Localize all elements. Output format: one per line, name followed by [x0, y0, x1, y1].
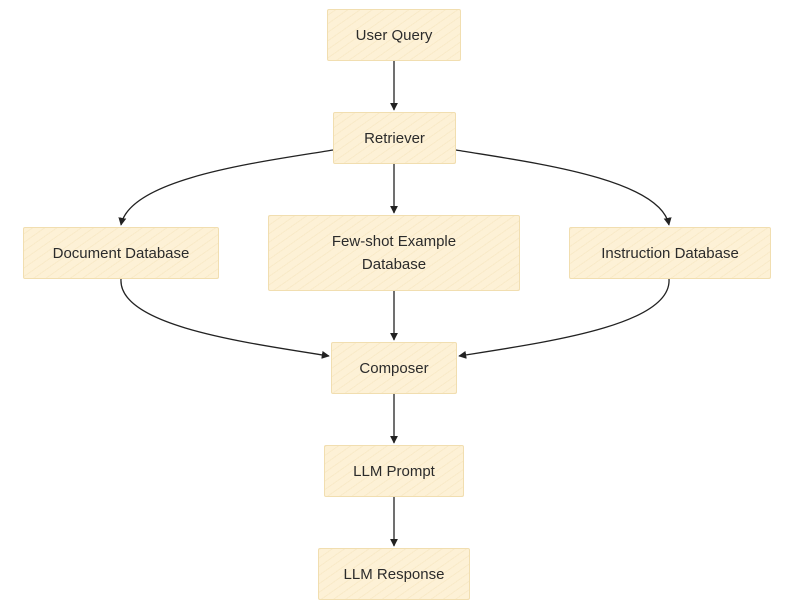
- edge-document-database-to-composer: [120, 278, 330, 359]
- edge-retriever-to-instruction-database: [455, 149, 672, 226]
- node-llm-response: LLM Response: [318, 548, 470, 600]
- node-composer: Composer: [331, 342, 457, 394]
- node-llm-prompt-label: LLM Prompt: [353, 462, 435, 480]
- node-retriever-label: Retriever: [364, 129, 425, 147]
- edge-retriever-to-document-database: [118, 149, 334, 226]
- node-few-shot-example-database-label: Few-shot Example Database: [331, 233, 457, 273]
- node-user-query: User Query: [327, 9, 461, 61]
- node-instruction-database-label: Instruction Database: [601, 244, 739, 262]
- node-document-database: Document Database: [23, 227, 219, 279]
- node-instruction-database: Instruction Database: [569, 227, 771, 279]
- node-user-query-label: User Query: [355, 26, 433, 44]
- node-document-database-label: Document Database: [52, 244, 190, 262]
- node-retriever: Retriever: [333, 112, 456, 164]
- edge-instruction-database-to-composer: [458, 278, 670, 359]
- node-llm-response-label: LLM Response: [343, 565, 445, 583]
- node-llm-prompt: LLM Prompt: [324, 445, 464, 497]
- node-few-shot-example-database: Few-shot Example Database: [268, 215, 520, 291]
- node-composer-label: Composer: [359, 359, 429, 377]
